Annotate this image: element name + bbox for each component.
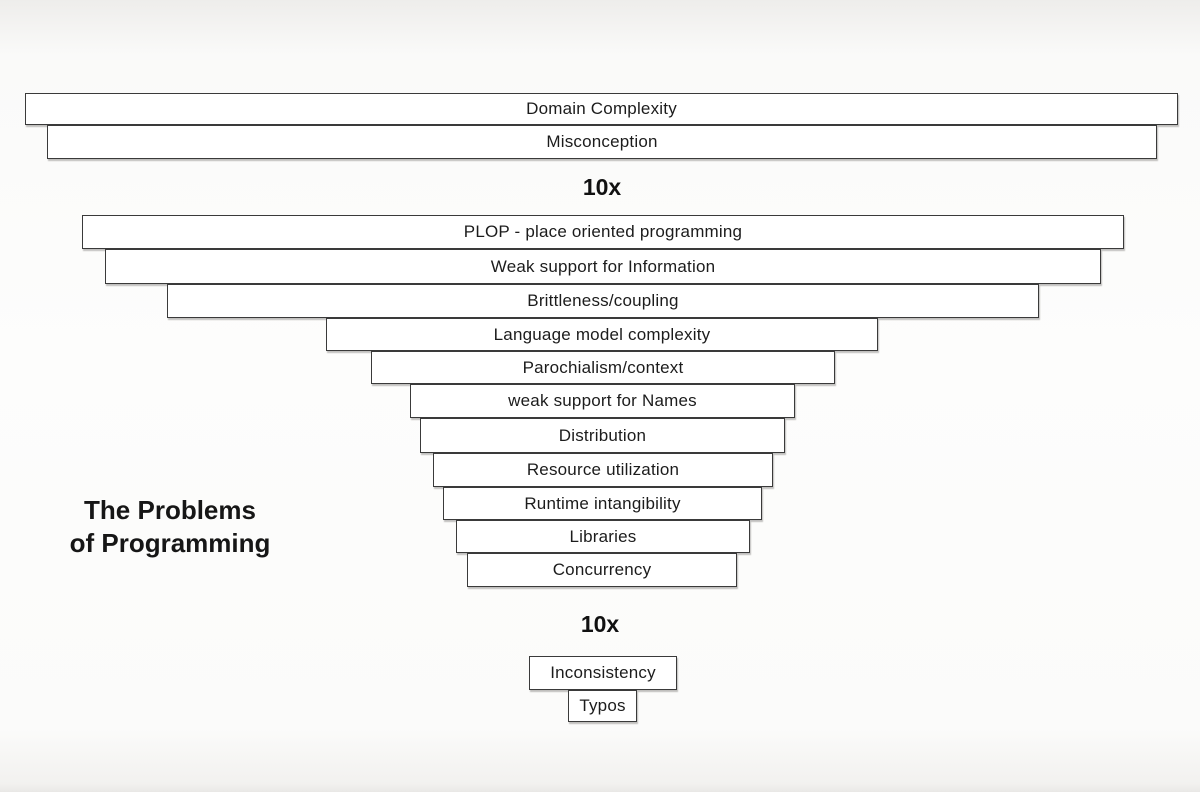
problem-box: Resource utilization xyxy=(433,453,773,487)
problem-box: Misconception xyxy=(47,125,1157,159)
problem-box: weak support for Names xyxy=(410,384,795,418)
problem-box: Typos xyxy=(568,690,637,722)
multiplier-top-label: 10x xyxy=(582,174,622,200)
problem-box: Libraries xyxy=(456,520,750,553)
problem-box: Language model complexity xyxy=(326,318,878,351)
problem-box: Runtime intangibility xyxy=(443,487,762,520)
problem-box: Inconsistency xyxy=(529,656,677,690)
problem-box: Concurrency xyxy=(467,553,737,587)
problem-box: Brittleness/coupling xyxy=(167,284,1039,318)
problem-box: Parochialism/context xyxy=(371,351,835,384)
diagram-title: The Problems of Programming xyxy=(40,494,300,560)
problem-box: Distribution xyxy=(420,418,785,453)
multiplier-bottom-label: 10x xyxy=(580,611,620,637)
problem-box: Domain Complexity xyxy=(25,93,1178,125)
problem-box: PLOP - place oriented programming xyxy=(82,215,1124,249)
diagram-title-line1: The Problems xyxy=(84,495,256,525)
problem-box: Weak support for Information xyxy=(105,249,1101,284)
diagram-title-line2: of Programming xyxy=(69,528,271,558)
